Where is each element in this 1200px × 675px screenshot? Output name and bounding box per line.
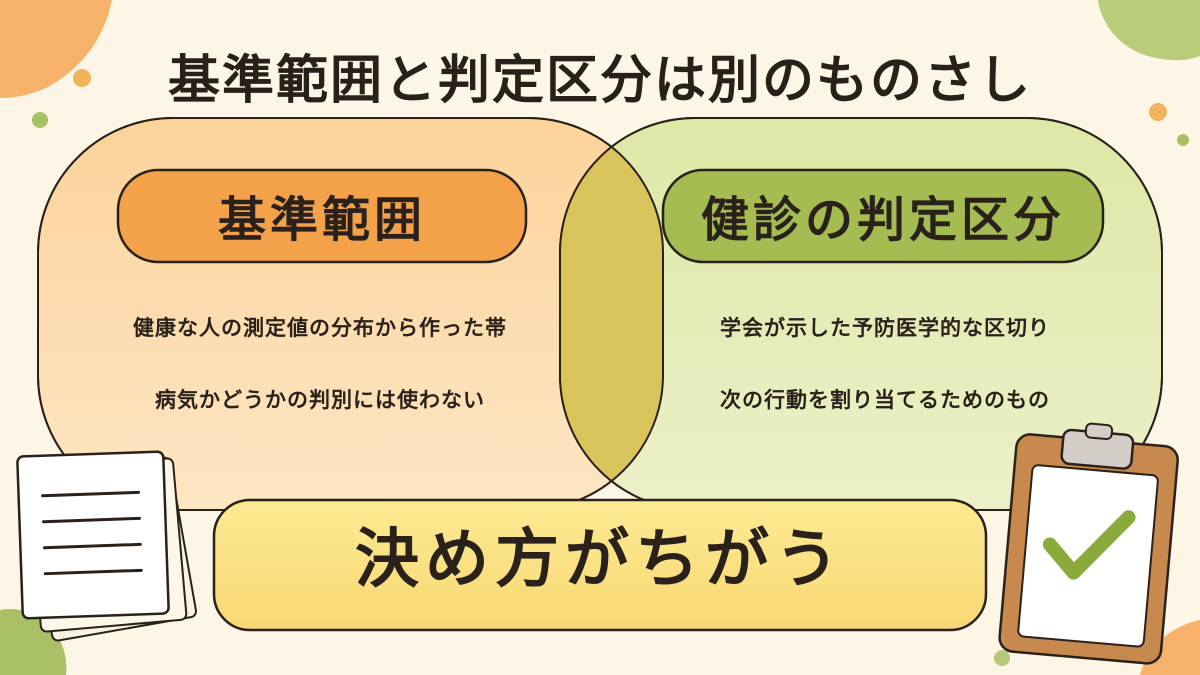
left-heading: 基準範囲	[217, 192, 426, 248]
page-title: 基準範囲と判定区分は別のものさし	[167, 51, 1032, 111]
right-heading: 健診の判定区分	[700, 192, 1065, 248]
right-description-line: 学会が示した予防医学的な区切り	[720, 316, 1050, 340]
left-heading-pill	[116, 168, 528, 264]
right-description-line: 次の行動を割り当てるためのもの	[720, 388, 1050, 412]
decor-dot	[1149, 103, 1167, 121]
clipboard-check-icon	[998, 422, 1179, 665]
decor-dot	[994, 650, 1010, 666]
bottom-message: 決め方がちがう	[355, 523, 845, 597]
corner-blob-top-left	[0, 0, 112, 98]
decor-dot	[32, 112, 48, 128]
decor-dot	[73, 69, 91, 87]
corner-blob-bottom-left	[0, 609, 67, 675]
decor-dot	[1177, 134, 1189, 146]
stacked-papers-icon	[16, 450, 198, 642]
corner-blob-top-right	[1098, 0, 1200, 61]
bottom-box	[212, 498, 988, 632]
right-heading-pill	[661, 168, 1105, 264]
left-description-line: 病気かどうかの判別には使わない	[155, 388, 485, 412]
left-description-line: 健康な人の測定値の分布から作った帯	[133, 316, 507, 340]
